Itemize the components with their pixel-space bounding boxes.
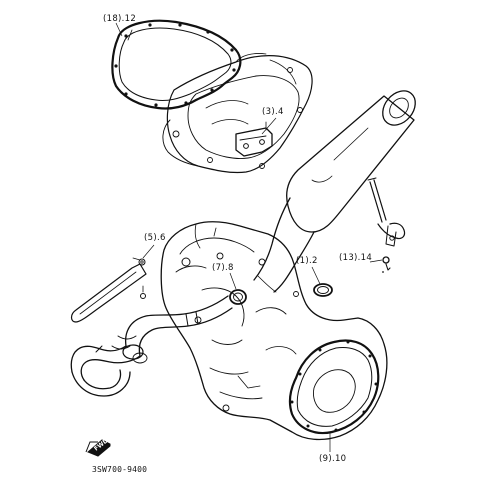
- callout-joint-ring: (7).8: [212, 263, 234, 273]
- engine-block: [160, 221, 388, 441]
- coolant-hose: [70, 295, 233, 397]
- callout-gasket-cover-upper: (18).12: [103, 14, 137, 24]
- callout-side-cover-gasket: (9).10: [319, 454, 347, 464]
- callout-shift-rod: (13).14: [339, 253, 373, 263]
- exhaust-gasket-ring: [313, 283, 333, 297]
- diagram-code: 3SW700-9400: [92, 465, 148, 474]
- crankcase-cover-upper: [162, 53, 313, 174]
- mounting-bracket: [235, 121, 273, 157]
- side-cover-gasket: [288, 339, 380, 435]
- callout-hose-bracket: (5).6: [144, 233, 166, 243]
- joint-ring: [229, 289, 247, 305]
- callout-exhaust-gasket: (1).2: [296, 256, 318, 266]
- shift-rod-assembly: [367, 177, 406, 273]
- cover-gasket-upper: [111, 19, 242, 110]
- callout-bracket: (3).4: [262, 107, 284, 117]
- forward-arrow-icon: FWD: [85, 437, 111, 457]
- hose-bracket-strap: [70, 257, 147, 323]
